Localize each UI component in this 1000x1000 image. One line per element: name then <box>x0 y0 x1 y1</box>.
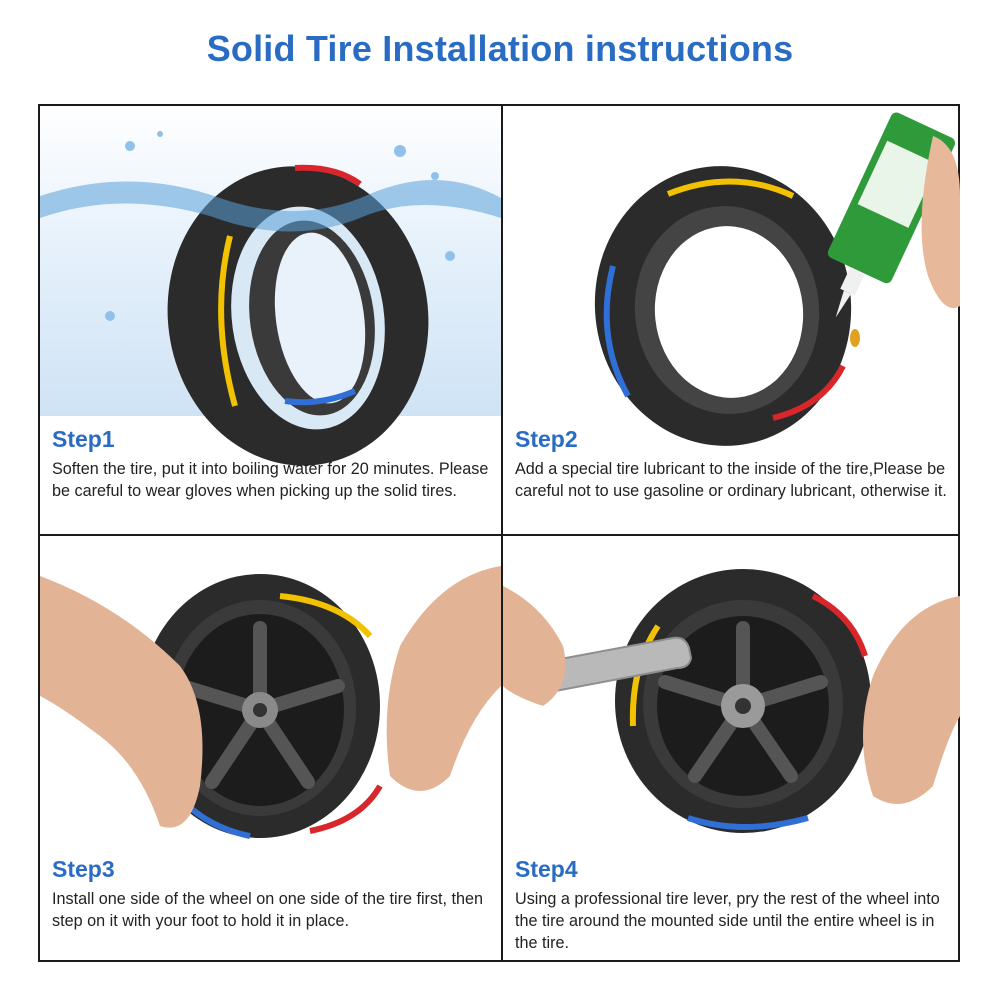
step-2-panel: Step2 Add a special tire lubricant to th… <box>503 106 960 534</box>
step-4-panel: Step4 Using a professional tire lever, p… <box>503 536 960 962</box>
step-1-title: Step1 <box>52 426 115 452</box>
step-3-text: Install one side of the wheel on one sid… <box>52 890 484 930</box>
step-1-panel: Step1 Soften the tire, put it into boili… <box>40 106 501 534</box>
step-3-title: Step3 <box>52 856 115 882</box>
tire-in-water-illustration <box>40 106 501 466</box>
step-2-text: Add a special tire lubricant to the insi… <box>515 460 947 500</box>
step-4-text: Using a professional tire lever, pry the… <box>515 890 940 952</box>
step-4-title: Step4 <box>515 856 578 882</box>
page-title: Solid Tire Installation instructions <box>206 28 794 69</box>
step-2-title: Step2 <box>515 426 578 452</box>
tire-lever-illustration <box>503 569 960 833</box>
tire-lubricant-illustration <box>594 112 960 446</box>
step-1-text: Soften the tire, put it into boiling wat… <box>52 460 489 500</box>
grid-divider-horizontal <box>40 534 958 536</box>
grid-divider-vertical <box>501 106 503 960</box>
wheel-mounting-illustration <box>40 566 501 839</box>
step-3-panel: Step3 Install one side of the wheel on o… <box>40 536 501 962</box>
steps-grid: Step1 Soften the tire, put it into boili… <box>38 104 960 962</box>
